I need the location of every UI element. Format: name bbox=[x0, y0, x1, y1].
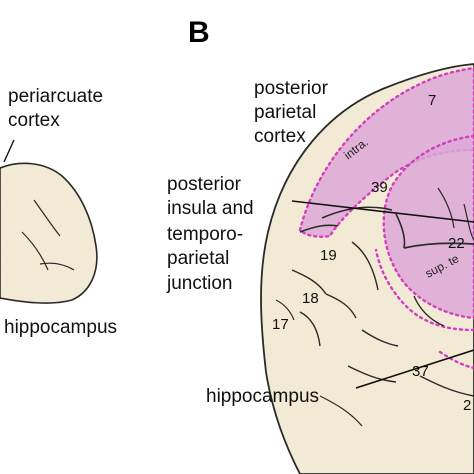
left-label-periarcuate-1: periarcuate bbox=[8, 86, 103, 107]
sulcus bbox=[361, 329, 399, 347]
insula-label-4: parietal bbox=[167, 248, 229, 269]
insula-label-5: junction bbox=[166, 273, 233, 294]
left-sulcus bbox=[21, 231, 49, 271]
sulcus bbox=[403, 242, 474, 249]
sulcus bbox=[437, 187, 455, 229]
area-19-label: 19 bbox=[320, 247, 337, 264]
right-label-hippocampus: hippocampus bbox=[206, 386, 319, 407]
ppc-label-1: posterior bbox=[254, 78, 329, 99]
insula-label-1: posterior bbox=[167, 174, 242, 195]
left-sulcus bbox=[33, 199, 61, 237]
sulcus bbox=[413, 295, 445, 327]
left-label-periarcuate-2: cortex bbox=[8, 110, 60, 131]
area-7-label: 7 bbox=[428, 92, 436, 109]
region-boundary bbox=[374, 248, 474, 332]
ppc-label-2: parietal bbox=[254, 102, 316, 123]
hippocampus-pointer bbox=[355, 349, 474, 389]
insula-pointer bbox=[291, 200, 474, 223]
left-label-hippocampus: hippocampus bbox=[4, 317, 117, 338]
periarcuate-pointer bbox=[3, 139, 15, 163]
sulcus bbox=[347, 365, 397, 383]
temporo-parietal-region bbox=[382, 134, 474, 320]
left-sulcus bbox=[39, 262, 75, 271]
region-boundary bbox=[438, 350, 474, 370]
sulcus bbox=[395, 213, 406, 249]
insula-label-3: temporo- bbox=[167, 224, 243, 245]
area-2-label: 2 bbox=[463, 397, 471, 414]
area-39-label: 39 bbox=[371, 179, 388, 196]
sulcus bbox=[463, 203, 474, 241]
sulcus bbox=[291, 269, 327, 295]
sulcus bbox=[299, 224, 339, 233]
area-37-label: 37 bbox=[412, 363, 429, 380]
insula-label-2: insula and bbox=[167, 198, 254, 219]
ppc-label-3: cortex bbox=[254, 126, 306, 147]
sulcus bbox=[325, 293, 357, 319]
area-18-label: 18 bbox=[302, 290, 319, 307]
sulcus bbox=[419, 375, 474, 397]
sulcus bbox=[275, 299, 295, 321]
sulcus bbox=[351, 241, 379, 291]
panel-letter: B bbox=[188, 16, 210, 49]
area-22-label: 22 bbox=[448, 235, 465, 252]
area-17-label: 17 bbox=[272, 316, 289, 333]
sulcus bbox=[319, 395, 363, 427]
sulcus bbox=[299, 311, 321, 347]
left-brain-outline bbox=[0, 162, 98, 304]
